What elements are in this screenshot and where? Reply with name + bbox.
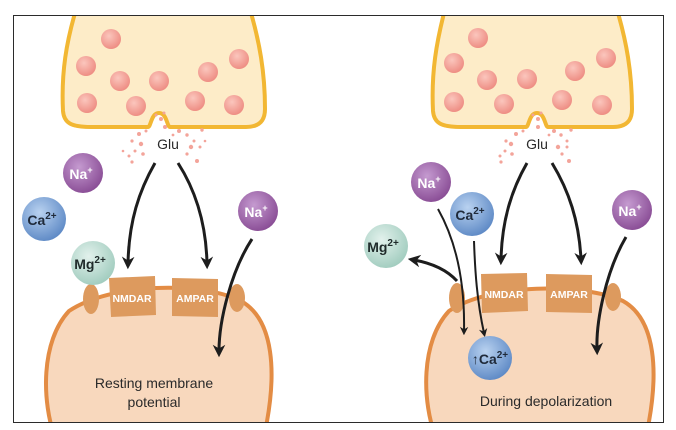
svg-text:Mg2+: Mg2+ (367, 238, 399, 255)
vesicle (224, 95, 244, 115)
ampar-receptor: AMPAR (546, 274, 592, 313)
membrane-channel-right (229, 284, 245, 312)
arrow-glu-to-nmdar (494, 162, 529, 266)
ion-magnesium-released: Mg2+ (364, 224, 408, 268)
svg-text:↑Ca2+: ↑Ca2+ (472, 350, 508, 367)
ion-magnesium-blocking: Mg2+ (71, 241, 115, 285)
membrane-channel-right (605, 283, 621, 311)
ampar-label: AMPAR (550, 289, 588, 301)
vesicle (110, 71, 130, 91)
arrow-na-influx (590, 236, 628, 356)
vesicle (101, 29, 121, 49)
vesicle (552, 90, 572, 110)
caption-resting-line2: potential (128, 394, 181, 410)
svg-text:Ca2+: Ca2+ (27, 211, 56, 228)
figure-frame: Glu NMDAR AMPAR Na+ Ca2+ (13, 15, 664, 423)
ampar-label: AMPAR (176, 293, 214, 305)
svg-text:Na+: Na+ (417, 174, 440, 191)
arrow-glu-to-ampar (176, 162, 214, 270)
glutamate-label: Glu (157, 136, 179, 152)
panel-depolarization: Glu NMDAR AMPAR Na+ Ca2+ (364, 16, 656, 422)
vesicle (149, 71, 169, 91)
ion-sodium: Na+ (612, 190, 652, 230)
increase-arrow-icon: ↑ (472, 351, 479, 367)
arrow-na-influx-nmdar (437, 208, 469, 336)
diagram-canvas: Glu NMDAR AMPAR Na+ Ca2+ (22, 16, 656, 422)
vesicle (565, 61, 585, 81)
membrane-channel-left (449, 283, 465, 313)
nmdar-receptor: NMDAR (481, 273, 528, 313)
vesicle (444, 92, 464, 112)
ampar-receptor: AMPAR (172, 278, 218, 317)
vesicle (592, 95, 612, 115)
glutamate-label: Glu (526, 136, 548, 152)
panel-resting: Glu NMDAR AMPAR Na+ Ca2+ (22, 16, 278, 422)
arrow-na-influx (212, 238, 254, 358)
svg-text:Mg2+: Mg2+ (74, 255, 106, 272)
svg-text:Na+: Na+ (618, 202, 641, 219)
vesicle (596, 48, 616, 68)
vesicle (468, 28, 488, 48)
postsynaptic-neuron (424, 286, 656, 422)
postsynaptic-neuron (44, 285, 274, 422)
vesicle (126, 96, 146, 116)
arrow-ca-influx-nmdar (473, 240, 488, 338)
vesicle-group (444, 28, 616, 115)
vesicle (444, 53, 464, 73)
svg-text:Na+: Na+ (244, 203, 267, 220)
ion-calcium-intracellular-increase: ↑Ca2+ (468, 336, 512, 380)
caption-resting-line1: Resting membrane (95, 375, 213, 391)
ion-calcium: Ca2+ (22, 197, 66, 241)
ion-sodium: Na+ (411, 162, 451, 202)
svg-text:Ca2+: Ca2+ (455, 206, 484, 223)
vesicle (494, 94, 514, 114)
vesicle (185, 91, 205, 111)
vesicle (477, 70, 497, 90)
nmdar-label: NMDAR (484, 289, 523, 301)
arrow-mg-expelled (407, 254, 459, 283)
vesicle (77, 93, 97, 113)
caption-depolarization: During depolarization (480, 393, 612, 409)
svg-text:Na+: Na+ (69, 165, 92, 182)
vesicle (517, 69, 537, 89)
ion-sodium: Na+ (63, 153, 103, 193)
arrow-glu-to-nmdar (121, 162, 157, 270)
ion-sodium: Na+ (238, 191, 278, 231)
nmdar-label: NMDAR (112, 293, 151, 305)
glutamate-particles (121, 111, 207, 164)
nmdar-receptor: NMDAR (109, 276, 156, 317)
glutamate-particles (498, 111, 573, 164)
vesicle (229, 49, 249, 69)
vesicle-group (76, 29, 249, 116)
vesicle (198, 62, 218, 82)
arrow-glu-to-ampar (550, 162, 587, 266)
membrane-channel-left (83, 284, 99, 314)
ion-calcium: Ca2+ (450, 192, 494, 236)
vesicle (76, 56, 96, 76)
